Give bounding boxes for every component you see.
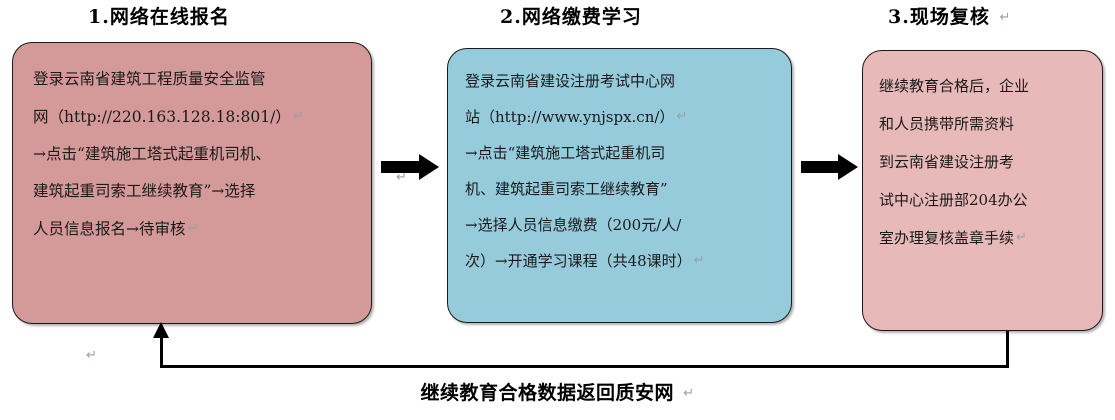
box-3-line-2: 和人员携带所需资料 [879,115,1015,133]
column-header-step-1-label: 1.网络在线报名 [88,6,230,28]
box-1-line-5: 人员信息报名→待审核↵ [33,220,199,238]
box-1-line-4: 建筑起重司索工继续教育”→选择 [33,182,256,200]
box-1-line-3: →点击“建筑施工塔式起重机司机、 [33,145,271,163]
column-header-step-3-label: 3.现场复核 [888,6,990,28]
box-3-line-1: 继续教育合格后，企业 [879,77,1030,95]
process-box-step-1-text: 登录云南省建筑工程质量安全监管 网（http://220.163.128.18:… [13,61,371,248]
feedback-loop-caption-label: 继续教育合格数据返回质安网 [420,382,674,404]
paragraph-mark-icon: ↵ [292,109,304,124]
process-box-step-3[interactable]: 继续教育合格后，企业 和人员携带所需资料 到云南省建设注册考 试中心注册部204… [862,50,1103,331]
process-box-step-3-text: 继续教育合格后，企业 和人员携带所需资料 到云南省建设注册考 试中心注册部204… [863,67,1102,257]
arrow-head [419,154,439,180]
column-header-step-3: 3.现场复核 ↵ [888,8,1011,27]
paragraph-mark-icon: ↵ [999,10,1012,25]
column-header-step-1: 1.网络在线报名 [88,8,230,27]
feedback-loop-caption: 继续教育合格数据返回质安网 ↵ [0,378,1115,405]
paragraph-mark-icon: ↵ [676,109,688,124]
arrow-step-2-to-step-3-icon [801,154,858,180]
box-2-line-5: →选择人员信息缴费（200元/人/ [465,216,682,234]
feedback-line-vertical-left [160,336,163,368]
box-3-line-5: 室办理复核盖章手续↵ [879,229,1027,247]
paragraph-mark-icon: ↵ [86,348,97,363]
process-box-step-2-text: 登录云南省建设注册考试中心网 站（http://www.ynjspx.cn/）↵… [448,63,791,279]
arrow-head [838,154,858,180]
column-header-step-2: 2.网络缴费学习 [500,8,642,27]
box-2-line-1: 登录云南省建设注册考试中心网 [465,72,676,90]
arrow-shaft [801,161,840,173]
process-box-step-2[interactable]: 登录云南省建设注册考试中心网 站（http://www.ynjspx.cn/）↵… [447,48,792,323]
feedback-arrow-head-icon [153,322,169,338]
box-2-line-2: 站（http://www.ynjspx.cn/）↵ [465,108,688,126]
box-2-line-3: →点击“建筑施工塔式起重机司 [465,144,666,162]
paragraph-mark-icon: ↵ [396,170,407,185]
feedback-line-horizontal [160,365,1009,368]
box-3-line-3: 到云南省建设注册考 [879,153,1015,171]
arrow-step-1-to-step-2-icon [381,154,439,180]
box-2-line-4: 机、建筑起重司索工继续教育” [465,180,668,198]
box-2-line-6: 次）→开通学习课程（共48课时）↵ [465,252,705,270]
box-3-line-4: 试中心注册部204办公 [879,191,1028,209]
paragraph-mark-icon: ↵ [693,253,705,268]
feedback-line-vertical-right [1006,331,1009,368]
paragraph-mark-icon: ↵ [187,221,199,236]
box-1-line-1: 登录云南省建筑工程质量安全监管 [33,70,266,88]
arrow-shaft [381,161,421,173]
paragraph-mark-icon: ↵ [683,386,695,401]
box-1-line-2: 网（http://220.163.128.18:801/）↵ [33,108,304,126]
paragraph-mark-icon: ↵ [1016,230,1027,245]
column-header-step-2-label: 2.网络缴费学习 [500,6,642,28]
process-box-step-1[interactable]: 登录云南省建筑工程质量安全监管 网（http://220.163.128.18:… [12,42,372,324]
